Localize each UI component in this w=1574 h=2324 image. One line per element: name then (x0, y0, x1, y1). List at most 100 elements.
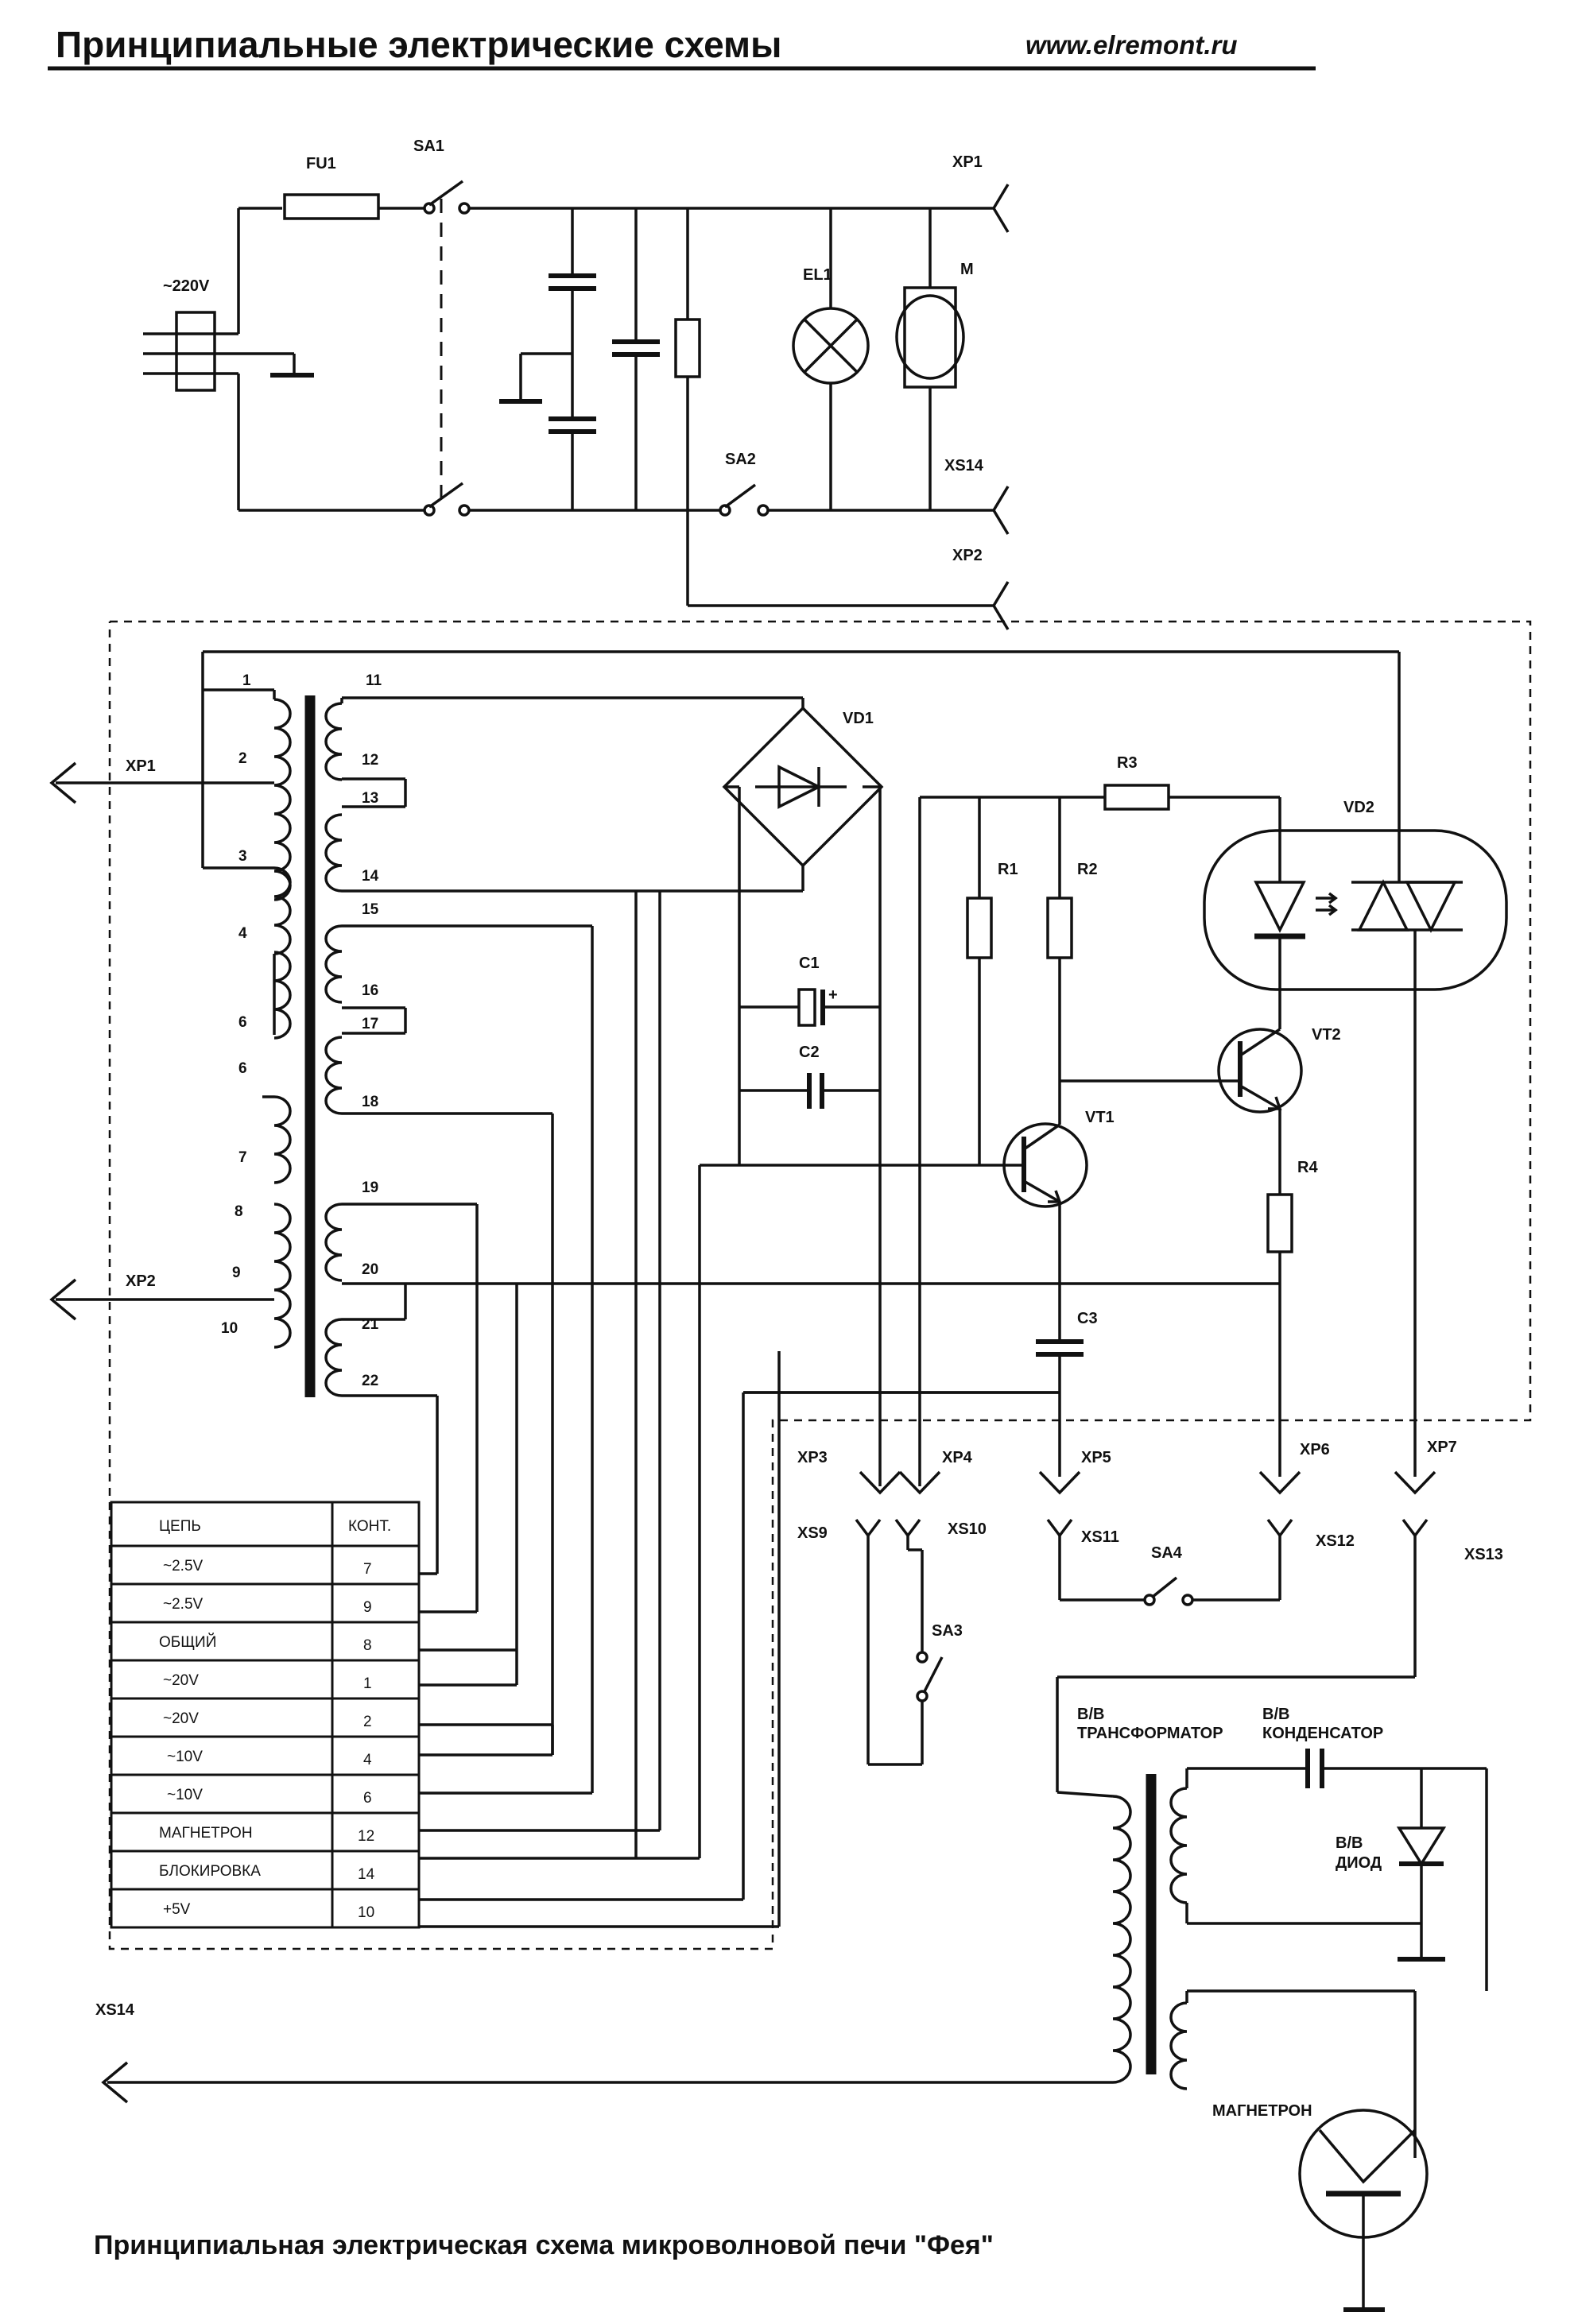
pin-12: 12 (362, 752, 378, 769)
fuse-fu1 (283, 193, 380, 220)
table-row-6-contact: 6 (363, 1790, 372, 1807)
table-row-7-contact: 12 (358, 1828, 374, 1845)
transistor-vt1 (1002, 1122, 1088, 1208)
label-hv-transformer-1: В/В (1077, 1706, 1104, 1723)
table-row-5-circuit: ~10V (167, 1749, 203, 1765)
label-xp3: XP3 (797, 1449, 828, 1466)
label-c1: C1 (799, 955, 820, 972)
pin-2: 2 (238, 750, 247, 767)
arrow-xp4 (898, 1470, 941, 1495)
label-xp7: XP7 (1427, 1439, 1457, 1456)
label-xp2-top: XP2 (952, 547, 983, 564)
label-sa4: SA4 (1151, 1544, 1183, 1562)
label-fu1: FU1 (306, 155, 336, 172)
label-xs9: XS9 (797, 1524, 828, 1542)
pin-8: 8 (235, 1203, 243, 1220)
site-url: www.elremont.ru (1025, 30, 1237, 60)
label-xs10: XS10 (948, 1520, 987, 1538)
socket-xs10 (894, 1518, 921, 1538)
label-r3: R3 (1117, 754, 1138, 772)
label-c3: C3 (1077, 1310, 1098, 1327)
table-row-2-circuit: ОБЩИЙ (159, 1633, 216, 1651)
label-xp2-left: XP2 (126, 1272, 156, 1290)
table-row-0-circuit: ~2.5V (163, 1558, 204, 1575)
label-mains: ~220V (163, 277, 210, 295)
pinout-table: ЦЕПЬ КОНТ. ~2.5V 7 ~2.5V 9 ОБЩИЙ 8 ~20V … (110, 1501, 421, 1929)
resistor-mains (674, 318, 701, 378)
label-m: M (960, 261, 974, 278)
diagram-caption: Принципиальная электрическая схема микро… (94, 2230, 994, 2260)
label-r1: R1 (998, 861, 1018, 878)
label-xp6: XP6 (1300, 1441, 1330, 1458)
transistor-vt2 (1217, 1028, 1303, 1114)
table-row-4-contact: 2 (363, 1714, 372, 1730)
mains-plug-icon (175, 311, 216, 392)
pin-6a: 6 (238, 1014, 247, 1031)
table-row-9-contact: 10 (358, 1904, 374, 1921)
connector-xs14-top (991, 486, 1010, 535)
arrow-xs14 (101, 2061, 129, 2104)
label-hv-diode-2: ДИОД (1336, 1854, 1382, 1872)
table-row-7-circuit: МАГНЕТРОН (159, 1825, 253, 1842)
pin-10: 10 (221, 1320, 238, 1337)
socket-xs9 (855, 1518, 882, 1538)
table-row-3-circuit: ~20V (163, 1672, 199, 1689)
arrow-xp3 (859, 1470, 901, 1495)
label-vt2: VT2 (1312, 1026, 1341, 1044)
label-xs14-top: XS14 (944, 457, 984, 474)
label-vd1: VD1 (843, 710, 874, 727)
label-c1-plus: + (828, 986, 838, 1004)
label-xs13: XS13 (1464, 1546, 1503, 1563)
table-row-5-contact: 4 (363, 1752, 372, 1768)
pin-6b: 6 (238, 1060, 247, 1077)
switch-sa3 (923, 1656, 944, 1692)
table-row-6-circuit: ~10V (167, 1787, 203, 1803)
diode-bridge-vd1 (722, 706, 884, 868)
table-row-0-contact: 7 (363, 1561, 372, 1578)
table-row-1-contact: 9 (363, 1599, 372, 1616)
pin-19: 19 (362, 1179, 378, 1196)
label-hv-capacitor-2: КОНДЕНСАТОР (1262, 1725, 1383, 1742)
pin-4: 4 (238, 925, 247, 942)
pin-21: 21 (362, 1316, 379, 1333)
pin-20: 20 (362, 1261, 378, 1278)
socket-xs13 (1401, 1518, 1429, 1538)
arrow-xp6 (1258, 1470, 1301, 1495)
table-row-4-circuit: ~20V (163, 1710, 199, 1727)
pin-1: 1 (242, 672, 251, 689)
resistor-r4 (1266, 1193, 1293, 1253)
label-xs11: XS11 (1081, 1528, 1119, 1546)
arrow-xp1 (49, 761, 77, 804)
label-hv-diode-1: В/В (1336, 1834, 1363, 1852)
resistor-r2 (1046, 897, 1073, 959)
table-row-9-circuit: +5V (163, 1901, 191, 1918)
resistor-r1 (966, 897, 993, 959)
label-xp5: XP5 (1081, 1449, 1111, 1466)
label-sa3: SA3 (932, 1622, 963, 1640)
table-header-contact: КОНТ. (348, 1518, 391, 1535)
label-magnetron: МАГНЕТРОН (1212, 2102, 1312, 2120)
socket-xs11 (1046, 1518, 1073, 1538)
label-xs14-bottom: XS14 (95, 2001, 135, 2019)
hv-diode-icon (1396, 1826, 1447, 1867)
pin-16: 16 (362, 982, 378, 999)
pin-14: 14 (362, 868, 379, 885)
pin-17: 17 (362, 1016, 378, 1032)
optocoupler-vd2 (1203, 829, 1508, 991)
label-xp1-top: XP1 (952, 153, 983, 171)
label-sa2: SA2 (725, 451, 756, 468)
pin-3: 3 (238, 848, 247, 865)
switch-sa4 (1151, 1576, 1178, 1598)
label-vt1: VT1 (1085, 1109, 1115, 1126)
table-row-1-circuit: ~2.5V (163, 1596, 204, 1613)
table-row-8-circuit: БЛОКИРОВКА (159, 1863, 261, 1880)
label-vd2: VD2 (1343, 799, 1374, 816)
arrow-xp2 (49, 1278, 77, 1321)
pin-15: 15 (362, 901, 379, 918)
label-xs12: XS12 (1316, 1532, 1355, 1550)
connector-xp1-top (991, 184, 1010, 233)
table-row-3-contact: 1 (363, 1675, 372, 1692)
label-el1: EL1 (803, 266, 832, 284)
page-title: Принципиальные электрические схемы (56, 24, 781, 65)
